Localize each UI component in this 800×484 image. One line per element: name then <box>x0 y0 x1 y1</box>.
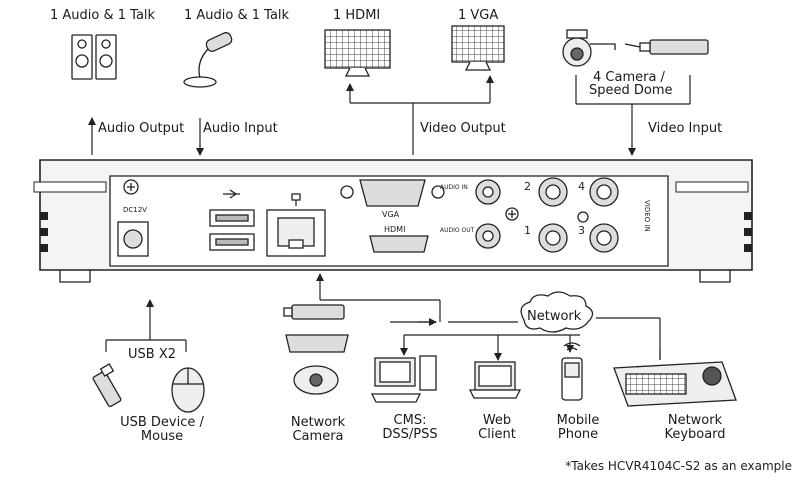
label-phone: Phone <box>557 427 599 442</box>
audio-ports-icon <box>475 179 519 249</box>
label-network-keyboard-1: Network <box>667 413 723 428</box>
dc12v-mark: DC12V <box>123 206 147 214</box>
audio-in-mark: AUDIO IN <box>440 184 468 191</box>
usb-ports-icon <box>209 189 255 251</box>
channel-1-mark: 1 <box>524 224 531 237</box>
label-video-output: Video Output <box>420 121 506 136</box>
label-dss-pss: DSS/PSS <box>382 427 438 442</box>
label-camera: 4 Camera / <box>593 70 665 85</box>
label-network-keyboard-2: Keyboard <box>664 427 726 442</box>
top-connection-lines <box>88 75 691 156</box>
label-hdmi: 1 HDMI <box>333 8 381 23</box>
usb-flash-drive-icon <box>92 363 122 408</box>
label-vga: 1 VGA <box>458 8 499 23</box>
audio-out-mark: AUDIO OUT <box>440 227 475 234</box>
label-audio-talk-left: 1 Audio & 1 Talk <box>50 8 156 23</box>
mobile-phone-icon <box>561 342 583 401</box>
vga-port-icon <box>340 179 445 207</box>
footnote: *Takes HCVR4104C-S2 as an example <box>565 459 792 473</box>
vga-port-mark: VGA <box>382 210 400 219</box>
label-cms: CMS: <box>393 413 427 428</box>
bullet-camera-icon <box>624 39 709 55</box>
network-cloud-icon <box>520 291 594 333</box>
bnc-video-ports-icon <box>538 177 619 253</box>
hdmi-port-mark: HDMI <box>384 225 405 234</box>
ethernet-port-icon <box>266 193 326 257</box>
laptop-icon <box>468 361 522 399</box>
label-network-camera-2: Camera <box>292 429 344 444</box>
microphone-icon <box>183 32 233 88</box>
label-network-camera-1: Network <box>290 415 346 430</box>
label-mobile: Mobile <box>556 413 600 428</box>
channel-4-mark: 4 <box>578 180 585 193</box>
label-audio-output: Audio Output <box>98 121 185 136</box>
label-audio-input: Audio Input <box>203 121 278 136</box>
video-in-mark: VIDEO IN <box>643 200 651 232</box>
label-usb-x2: USB X2 <box>128 347 176 362</box>
label-mouse: Mouse <box>140 429 184 444</box>
hdmi-monitor-icon <box>324 29 391 77</box>
label-video-input: Video Input <box>648 121 723 136</box>
channel-3-mark: 3 <box>578 224 585 237</box>
label-audio-talk-right: 1 Audio & 1 Talk <box>184 8 290 23</box>
channel-2-mark: 2 <box>524 180 531 193</box>
speakers-icon <box>71 34 117 80</box>
speed-dome-icon <box>562 29 616 67</box>
label-usb-device: USB Device / <box>120 415 204 430</box>
hdmi-port-icon <box>369 235 429 253</box>
label-client: Client <box>478 427 516 442</box>
label-web: Web <box>482 413 512 428</box>
mouse-icon <box>171 367 205 413</box>
label-network-cloud: Network <box>527 309 582 324</box>
network-keyboard-icon <box>613 361 737 407</box>
vga-monitor-icon <box>451 25 505 71</box>
label-speed-dome: Speed Dome <box>589 83 673 98</box>
network-camera-icon <box>283 304 349 395</box>
bottom-connection-lines <box>105 273 661 361</box>
desktop-computer-icon <box>370 355 437 403</box>
power-port-icon <box>117 179 149 257</box>
